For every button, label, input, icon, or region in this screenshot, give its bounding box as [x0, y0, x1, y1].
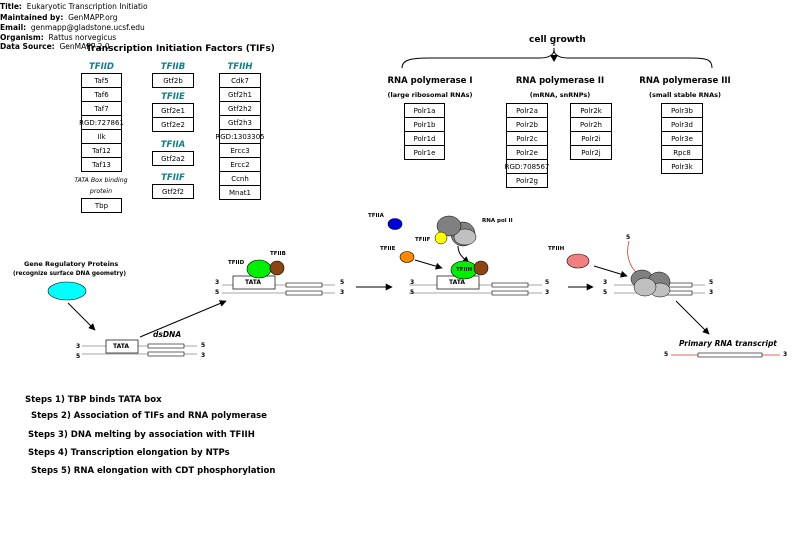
gene-regulatory-protein [47, 281, 87, 301]
end-label-3-c: 3 [215, 279, 220, 286]
end-label-5-e: 5 [410, 289, 415, 296]
tata-label-2: TATA [245, 279, 262, 286]
cell-growth-arrowhead [550, 55, 558, 62]
step-4: Steps 4) Transcription elongation by NTP… [28, 448, 230, 458]
gene-box-polr2g[interactable]: Polr2g [506, 173, 548, 188]
header-maintained: Maintained by: GenMAPP.org [0, 13, 118, 22]
tfiie-blob [399, 251, 415, 263]
gene-box-polr3k[interactable]: Polr3k [661, 159, 703, 174]
end-label-3-a: 3 [76, 343, 81, 350]
rnapol-diagram-label: RNA pol II [482, 218, 513, 224]
gene-box-gtf2b[interactable]: Gtf2b [152, 73, 194, 88]
tfiia-label: TFIIA [160, 140, 186, 150]
transcript-label: Primary RNA transcript [679, 339, 777, 348]
gene-box-polr2j[interactable]: Polr2j [570, 145, 612, 160]
end-label-3-f: 3 [545, 289, 550, 296]
tfiib-blob-2 [473, 260, 489, 276]
grp-title: Gene Regulatory Proteins [24, 260, 119, 268]
end-label-3-t: 3 [783, 351, 788, 358]
tfiif-diagram-label: TFIIF [415, 237, 431, 243]
end-label-5-rna: 5 [626, 234, 631, 241]
primary-transcript [671, 352, 780, 358]
end-label-5-c: 5 [215, 289, 220, 296]
arrow-pol-ii [457, 245, 470, 264]
gene-box-gtf2f2[interactable]: Gtf2f2 [152, 184, 194, 199]
dsdna-2 [222, 275, 335, 296]
end-label-3-h: 3 [709, 289, 714, 296]
pol2-subtitle: (mRNA, snRNPs) [529, 91, 591, 99]
tfiih-blob [566, 253, 590, 269]
arrow-grp-to-dna [67, 302, 96, 331]
tata-label-1: TATA [113, 343, 130, 350]
tfiia-diagram-label: TFIIA [368, 213, 384, 219]
end-label-5-b: 5 [201, 342, 206, 349]
arrow-to-transcript [675, 300, 710, 335]
gene-box-polr1e[interactable]: Polr1e [404, 145, 445, 160]
pol1-subtitle: (large ribosomal RNAs) [387, 91, 473, 99]
header-organism: Organism: Rattus norvegicus [0, 33, 117, 42]
gene-box-mnat1[interactable]: Mnat1 [219, 185, 261, 200]
tata-note-line2: protein [89, 188, 113, 195]
header-source: Data Source: GenMAPP 2.0 [0, 42, 110, 51]
gene-box-taf13[interactable]: Taf13 [81, 157, 122, 172]
end-label-5-f: 5 [545, 279, 550, 286]
pol3-title: RNA polymerase III [639, 76, 731, 86]
gene-box-tbp[interactable]: Tbp [81, 198, 122, 213]
header-title: Title: Eukaryotic Transcription Initiati… [0, 2, 148, 11]
dsdna-1 [82, 339, 197, 357]
tfiid-label: TFIID [89, 62, 114, 72]
end-label-5-t: 5 [664, 351, 669, 358]
tfiid-diagram-label: TFIID [228, 260, 245, 266]
gene-box-gtf2a2[interactable]: Gtf2a2 [152, 151, 194, 166]
tfiib-diagram-label: TFIIB [270, 251, 286, 257]
end-label-3-d: 3 [340, 289, 345, 296]
end-label-3-g: 3 [603, 279, 608, 286]
pol2-title: RNA polymerase II [515, 76, 605, 86]
step-3: Steps 3) DNA melting by association with… [28, 430, 255, 440]
step-5: Steps 5) RNA elongation with CDT phospho… [31, 466, 276, 476]
elongation-complex [630, 269, 671, 298]
gene-box-gtf2e2[interactable]: Gtf2e2 [152, 117, 194, 132]
tata-note-line1: TATA Box binding [74, 177, 128, 184]
tfiib-blob-1 [269, 260, 285, 276]
cell-growth-brace [401, 49, 713, 69]
tfiie-label: TFIIE [161, 92, 185, 102]
tfiif-label: TFIIF [161, 173, 185, 183]
tata-label-3: TATA [449, 279, 466, 286]
step-2: Steps 2) Association of TIFs and RNA pol… [31, 411, 267, 421]
dsdna-3 [409, 275, 542, 296]
end-label-5-g: 5 [603, 289, 608, 296]
end-label-5-d: 5 [340, 279, 345, 286]
pol1-title: RNA polymerase I [387, 76, 473, 86]
end-label-5-h: 5 [709, 279, 714, 286]
arrow-tfiie [414, 259, 443, 270]
tifs-heading: Transcription Initiation Factors (TIFs) [86, 44, 275, 54]
end-label-5-a: 5 [76, 353, 81, 360]
step-1: Steps 1) TBP binds TATA box [25, 395, 162, 405]
end-label-3-b: 3 [201, 352, 206, 359]
tfiid-blob-1 [246, 259, 272, 279]
tfiih-diagram-label: TFIIH [548, 246, 565, 252]
tfiie-diagram-label: TFIIE [380, 246, 396, 252]
gene-box-polr3b[interactable]: Polr3b [661, 103, 703, 118]
dsdna-label: dsDNA [153, 330, 182, 339]
arrow-tfiih [593, 265, 628, 278]
tfiia-blob [387, 218, 403, 230]
arrow-dna-to-tfiid [139, 300, 227, 338]
rna-pol-ii-complex [434, 215, 477, 247]
cell-growth-label: cell growth [529, 35, 586, 45]
header-email: Email: genmapp@gladstone.ucsf.edu [0, 23, 145, 32]
pol3-subtitle: (small stable RNAs) [649, 91, 721, 99]
end-label-3-e: 3 [410, 279, 415, 286]
grp-subtitle: (recognize surface DNA geometry) [13, 271, 126, 277]
tfiib-label: TFIIB [160, 62, 186, 72]
tfiih-label: TFIIH [227, 62, 253, 72]
tfiih-partial-label: TFIIH [456, 267, 473, 273]
